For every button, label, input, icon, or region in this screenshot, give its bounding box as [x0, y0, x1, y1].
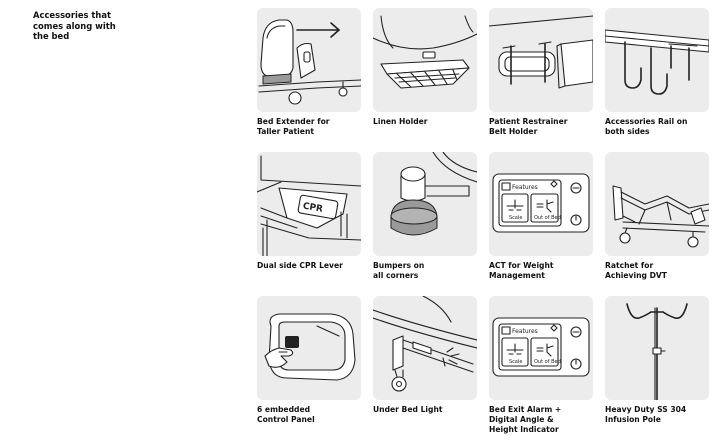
accessory-label: Dual side CPR Lever: [257, 261, 343, 270]
accessory-card-belt-holder: Patient Restrainer Belt Holder: [489, 8, 593, 152]
cpr-lever-icon: CPR: [257, 152, 361, 256]
section-heading: Accessories that comes along with the be…: [33, 10, 116, 41]
accessory-card-ratchet: Ratchet for Achieving DVT: [605, 152, 709, 296]
control-panel-icon: [257, 296, 361, 400]
accessory-card-exit-alarm: Features Scale Out of Bed Bed Exit Alarm…: [489, 296, 593, 440]
accessory-card-under-bed-light: Under Bed Light: [373, 296, 477, 440]
under-bed-light-icon: [373, 296, 477, 400]
accessory-label: Under Bed Light: [373, 405, 443, 414]
accessories-grid: Bed Extender for Taller Patient Linen Ho…: [257, 8, 709, 440]
accessory-card-accessories-rail: Accessories Rail on both sides: [605, 8, 709, 152]
accessory-label: Bed Extender for Taller Patient: [257, 117, 330, 136]
accessory-label: Bed Exit Alarm + Digital Angle & Height …: [489, 405, 562, 434]
accessory-label: Linen Holder: [373, 117, 428, 126]
accessories-rail-icon: [605, 8, 709, 112]
exit-alarm-panel-icon: Features Scale Out of Bed: [489, 296, 593, 400]
bed-extender-icon: [257, 8, 361, 112]
panel-right-text: Out of Bed: [534, 359, 561, 365]
panel-left-text: Scale: [509, 359, 522, 365]
weight-panel-icon: Features Scale Out of Bed: [489, 152, 593, 256]
belt-holder-icon: [489, 8, 593, 112]
panel-right-text: Out of Bed: [534, 215, 561, 221]
accessory-card-bumpers: Bumpers on all corners: [373, 152, 477, 296]
bumper-icon: [373, 152, 477, 256]
accessory-card-control-panel: 6 embedded Control Panel: [257, 296, 361, 440]
accessory-label: Patient Restrainer Belt Holder: [489, 117, 568, 136]
accessory-card-weight-panel: Features Scale Out of Bed ACT for Weight…: [489, 152, 593, 296]
accessory-label: Accessories Rail on both sides: [605, 117, 688, 136]
infusion-pole-icon: [605, 296, 709, 400]
accessory-card-bed-extender: Bed Extender for Taller Patient: [257, 8, 361, 152]
linen-holder-icon: [373, 8, 477, 112]
accessory-label: ACT for Weight Management: [489, 261, 554, 280]
panel-menu-text: Features: [512, 328, 538, 335]
cpr-badge-text: CPR: [302, 201, 324, 214]
accessory-label: Ratchet for Achieving DVT: [605, 261, 667, 280]
panel-menu-text: Features: [512, 184, 538, 191]
accessory-label: 6 embedded Control Panel: [257, 405, 315, 424]
panel-left-text: Scale: [509, 215, 522, 221]
accessory-card-infusion-pole: Heavy Duty SS 304 Infusion Pole: [605, 296, 709, 440]
accessory-label: Heavy Duty SS 304 Infusion Pole: [605, 405, 687, 424]
accessory-label: Bumpers on all corners: [373, 261, 425, 280]
accessory-card-cpr-lever: CPR Dual side CPR Lever: [257, 152, 361, 296]
accessory-card-linen-holder: Linen Holder: [373, 8, 477, 152]
ratchet-bed-icon: [605, 152, 709, 256]
